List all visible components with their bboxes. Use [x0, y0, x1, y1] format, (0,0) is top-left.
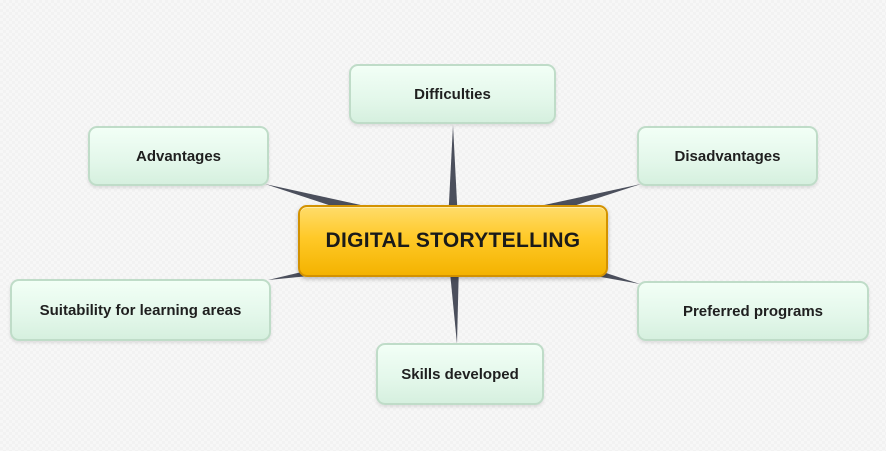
topic-skills-developed[interactable]: Skills developed	[376, 343, 544, 405]
topic-preferred-programs[interactable]: Preferred programs	[637, 281, 869, 341]
topic-skills-developed-label: Skills developed	[401, 365, 519, 383]
topic-difficulties[interactable]: Difficulties	[349, 64, 556, 124]
topic-advantages-label: Advantages	[135, 147, 222, 165]
central-topic-label: DIGITAL STORYTELLING	[325, 229, 581, 252]
topic-disadvantages-label: Disadvantages	[674, 147, 781, 165]
connector-difficulties	[448, 125, 458, 222]
central-topic[interactable]: DIGITAL STORYTELLING	[298, 205, 608, 277]
topic-difficulties-label: Difficulties	[414, 85, 491, 103]
connector-skills	[449, 261, 459, 344]
topic-suitability-for-learning-areas[interactable]: Suitability for learning areas	[10, 279, 271, 341]
topic-disadvantages[interactable]: Disadvantages	[637, 126, 818, 186]
topic-suitability-label: Suitability for learning areas	[39, 301, 242, 319]
topic-advantages[interactable]: Advantages	[88, 126, 269, 186]
topic-preferred-programs-label: Preferred programs	[682, 302, 824, 320]
